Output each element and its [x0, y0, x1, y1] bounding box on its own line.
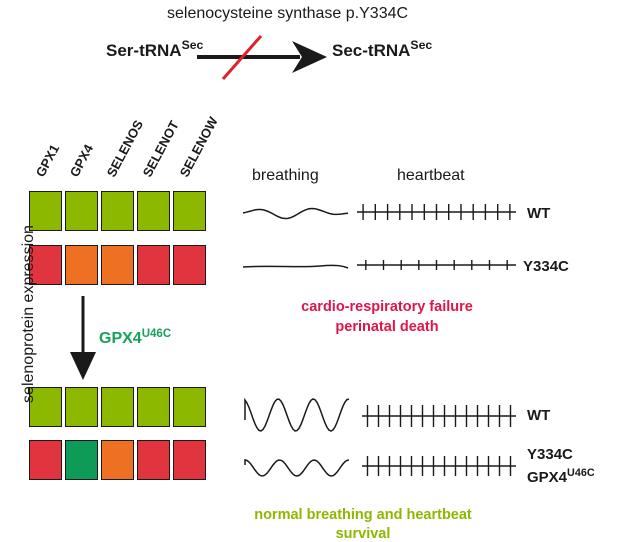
y-axis-label: selenoprotein expression [20, 225, 37, 403]
product-label: Sec-tRNASec [332, 39, 432, 60]
heatmap-cell [101, 387, 134, 427]
rescue-label-base: GPX4 [99, 330, 142, 347]
heatmap-cell [137, 387, 170, 427]
substrate-label: Ser-tRNASec [106, 39, 203, 60]
rescue-arrow-head [70, 352, 96, 380]
trace-wt2-heartbeat [362, 405, 516, 427]
heatmap-cell [65, 440, 98, 480]
heatmap-cell [65, 245, 98, 285]
heatmap-cell [173, 387, 206, 427]
figure-title: selenocysteine synthase p.Y334C [167, 5, 409, 22]
column-header-heartbeat: heartbeat [397, 167, 465, 184]
trace-y334c-breathing [242, 264, 349, 269]
heatmap-cell [173, 245, 206, 285]
row-label-gpx4-sup: U46C [567, 467, 595, 480]
reaction-arrow-head [292, 41, 327, 73]
substrate-sup: Sec [181, 38, 204, 53]
heatmap-cell [29, 387, 62, 427]
row-label-gpx4-base: GPX4 [527, 469, 568, 486]
rescue-caption-line2: survival [335, 526, 391, 542]
heatmap-cell [101, 191, 134, 231]
heatmap-cell [137, 245, 170, 285]
failure-caption-line1: cardio-respiratory failure [301, 299, 473, 315]
product-sup: Sec [410, 38, 433, 53]
row-label-wt-1: WT [527, 205, 551, 222]
failure-caption-line2: perinatal death [335, 319, 439, 335]
row-label-gpx4-u46c: GPX4U46C [527, 467, 595, 486]
heatmap-cell [29, 245, 62, 285]
row-label-y334c-2: Y334C [527, 446, 573, 463]
blocked-slash [221, 35, 263, 80]
heatmap-cell [101, 440, 134, 480]
heatmap-cell [29, 440, 62, 480]
rescue-caption-line1: normal breathing and heartbeat [254, 507, 472, 523]
trace-rescue-heartbeat [362, 456, 516, 476]
rescue-label: GPX4U46C [99, 327, 172, 347]
trace-wt2-breathing [244, 397, 350, 432]
rescue-label-sup: U46C [141, 327, 172, 340]
trace-rescue-breathing [244, 459, 350, 477]
trace-wt-breathing [242, 207, 349, 220]
heatmap-cell [29, 191, 62, 231]
heatmap-cell [173, 191, 206, 231]
heatmap-cell [173, 440, 206, 480]
heatmap-cell [137, 191, 170, 231]
product-base: Sec-tRNA [332, 41, 411, 60]
heatmap-cell [65, 387, 98, 427]
heatmap-cell [65, 191, 98, 231]
row-label-wt-2: WT [527, 407, 551, 424]
trace-y334c-heartbeat [357, 260, 516, 270]
heatmap-cell [137, 440, 170, 480]
column-header-breathing: breathing [252, 167, 319, 184]
row-label-y334c-1: Y334C [523, 258, 569, 275]
heatmap-cell [101, 245, 134, 285]
substrate-base: Ser-tRNA [106, 41, 182, 60]
trace-wt-heartbeat [357, 204, 516, 220]
